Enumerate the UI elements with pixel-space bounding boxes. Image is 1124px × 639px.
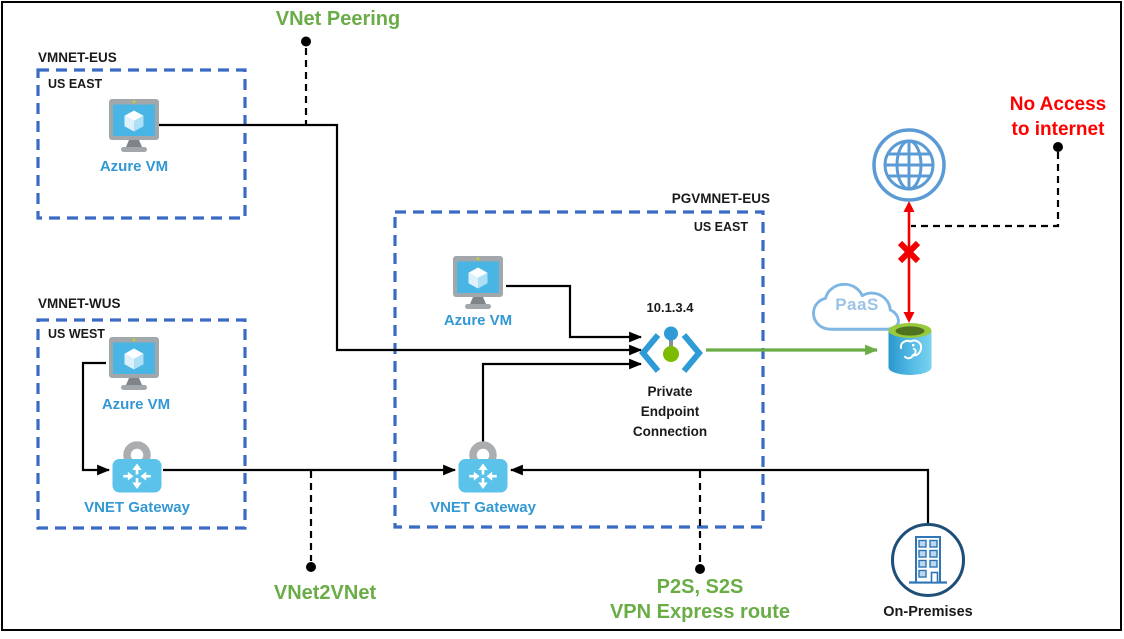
pg-vm-label: Azure VM <box>443 312 513 329</box>
on-premises-icon <box>888 520 968 600</box>
postgres-elephant-glyph <box>899 339 923 360</box>
connector-pg-gateway-to-endpoint <box>481 358 643 446</box>
vpn-express-route-label: VPN Express route <box>609 601 791 623</box>
pgvmnet-eus-box <box>393 210 765 529</box>
vmnet-eus-region: US EAST <box>48 77 103 91</box>
vnet-peering-dot <box>301 36 311 47</box>
pg-gateway-label: VNET Gateway <box>430 499 536 516</box>
azure-vm-icon <box>106 335 162 393</box>
eus-vm-label: Azure VM <box>99 158 169 175</box>
blocked-x-icon <box>897 240 921 264</box>
wus-gateway-label: VNET Gateway <box>84 499 190 516</box>
wus-vm-label: Azure VM <box>101 396 171 413</box>
red-arrow-down <box>903 312 915 323</box>
connector-eus-vm-to-endpoint <box>156 123 643 356</box>
vmnet-eus-box <box>36 68 247 220</box>
vnet2vnet-dot <box>306 562 316 572</box>
connector-wus-vm-to-wus-gateway <box>81 361 111 476</box>
vnet-gateway-icon <box>111 440 163 494</box>
red-arrow-up <box>903 201 915 212</box>
internet-globe-icon <box>871 127 947 203</box>
on-premises-label: On-Premises <box>883 604 973 620</box>
vmnet-wus-region: US WEST <box>48 327 105 341</box>
postgresql-database-icon <box>886 320 934 378</box>
pgvmnet-eus-region: US EAST <box>693 220 748 234</box>
vnet2vnet-label: VNet2VNet <box>273 582 377 604</box>
private-endpoint-ip: 10.1.3.4 <box>646 300 694 315</box>
vnet-gateway-icon <box>457 440 509 494</box>
vmnet-wus-box <box>36 318 247 530</box>
vmnet-wus-name: VMNET-WUS <box>38 296 121 311</box>
azure-vm-icon <box>450 254 506 312</box>
connector-onprem-to-pg-gateway <box>509 464 930 523</box>
private-endpoint-label: Private Endpoint Connection <box>633 382 707 442</box>
no-access-label-line2: to internet <box>1011 119 1105 140</box>
pgvmnet-eus-name: PGVMNET-EUS <box>671 191 770 206</box>
paas-label: PaaS <box>835 295 879 314</box>
private-endpoint-label-line3: Connection <box>632 424 708 439</box>
no-access-label-line1: No Access <box>1009 94 1107 115</box>
vnet-peering-label: VNet Peering <box>275 8 401 30</box>
paas-cloud-icon <box>806 280 904 336</box>
no-access-dashed-line <box>911 152 1060 228</box>
blocked-internet-connector <box>897 201 921 323</box>
private-endpoint-label-line2: Endpoint <box>640 404 700 419</box>
building-windows <box>918 539 938 578</box>
p2s-s2s-label: P2S, S2S <box>656 576 744 598</box>
no-access-label: No Access to internet <box>1010 92 1106 142</box>
p2s-s2s-dot <box>695 564 705 574</box>
vmnet-eus-name: VMNET-EUS <box>38 50 117 65</box>
azure-vm-icon <box>106 97 162 155</box>
connector-pg-vm-to-endpoint <box>506 284 643 343</box>
private-endpoint-icon <box>637 325 705 381</box>
building-door <box>930 571 939 584</box>
private-endpoint-label-line1: Private <box>647 384 693 399</box>
no-access-dot <box>1053 142 1063 152</box>
